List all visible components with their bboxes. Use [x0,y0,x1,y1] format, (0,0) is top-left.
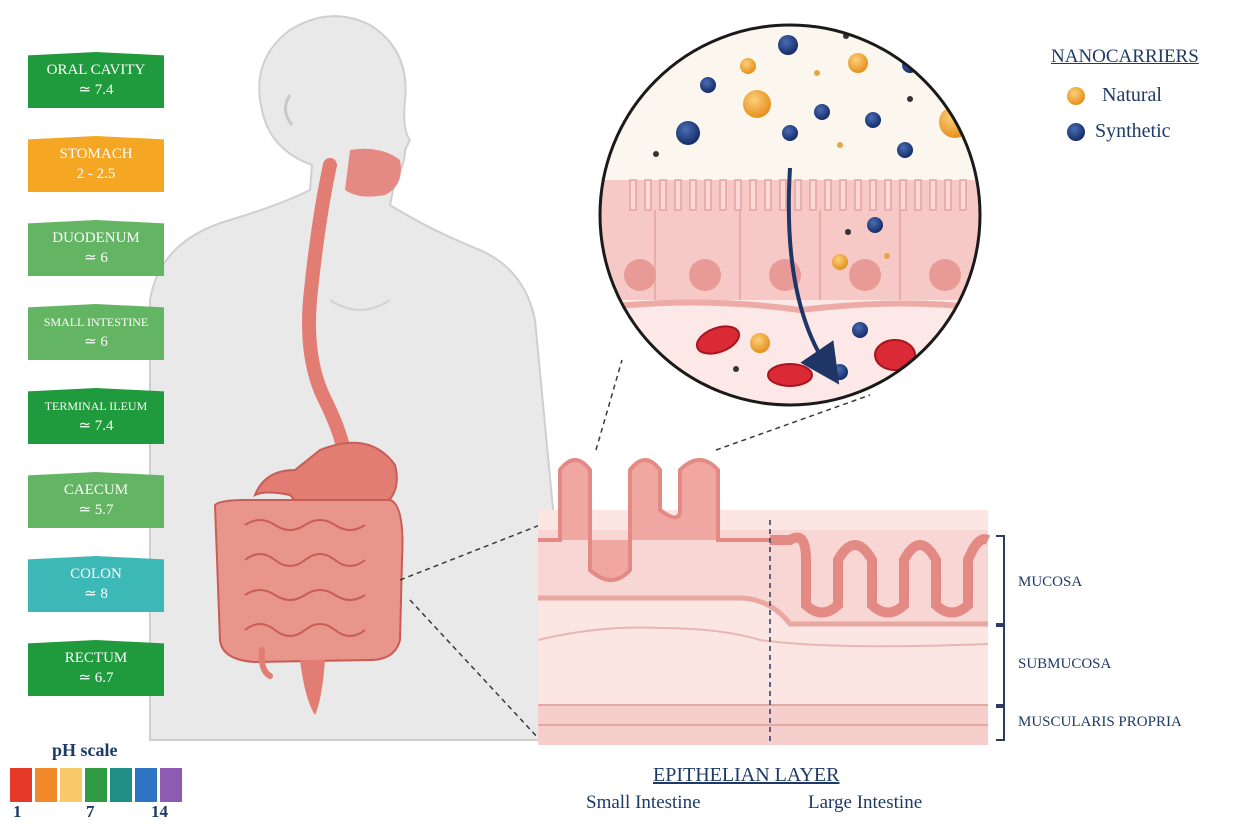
ph-tag-value: ≃ 5.7 [28,500,164,520]
ph-tag-rectum: RECTUM≃ 6.7 [28,640,164,696]
muscularis-label: MUSCULARIS PROPRIA [1018,714,1182,731]
ph-tag-name: STOMACH [28,144,164,164]
ph-scale-swatch [35,768,57,802]
ph-tag-terminal-ileum: TERMINAL ILEUM≃ 7.4 [28,388,164,444]
ph-scale-title: pH scale [52,740,118,761]
ph-tick-7: 7 [86,802,95,822]
ph-tag-value: ≃ 7.4 [28,80,164,100]
nanocarriers-title: NANOCARRIERS [1051,46,1199,68]
ph-scale-swatch [85,768,107,802]
ph-tick-14: 14 [151,802,168,822]
mucosa-label: MUCOSA [1018,574,1082,591]
ph-tick-1: 1 [13,802,22,822]
ph-tag-name: ORAL CAVITY [28,60,164,80]
ph-tag-colon: COLON≃ 8 [28,556,164,612]
ph-scale-swatch [160,768,182,802]
ph-scale-bar [10,768,182,802]
ph-tag-name: CAECUM [28,480,164,500]
magnified-view [600,25,991,410]
ph-scale-swatch [60,768,82,802]
submucosa-label: SUBMUCOSA [1018,656,1111,673]
ph-tag-oral-cavity: ORAL CAVITY≃ 7.4 [28,52,164,108]
natural-legend-label: Natural [1102,84,1162,107]
ph-tag-value: ≃ 6.7 [28,668,164,688]
ph-tag-name: TERMINAL ILEUM [28,396,164,416]
ph-scale-swatch [110,768,132,802]
ph-tag-name: SMALL INTESTINE [28,312,164,332]
ph-tag-name: COLON [28,564,164,584]
ph-tag-small-intestine: SMALL INTESTINE≃ 6 [28,304,164,360]
ph-tag-caecum: CAECUM≃ 5.7 [28,472,164,528]
ph-tag-value: ≃ 6 [28,248,164,268]
ph-scale-swatch [135,768,157,802]
synthetic-legend-dot [1067,123,1085,141]
tissue-cross-section [538,460,1004,745]
epithelial-title: EPITHELIAN LAYER [653,764,839,787]
ph-tag-name: DUODENUM [28,228,164,248]
ph-tag-name: RECTUM [28,648,164,668]
ph-tag-value: ≃ 8 [28,584,164,604]
ph-tag-value: ≃ 7.4 [28,416,164,436]
ph-scale-swatch [10,768,32,802]
synthetic-legend-label: Synthetic [1095,120,1171,143]
small-intestine-caption: Small Intestine [586,792,701,814]
ph-tag-duodenum: DUODENUM≃ 6 [28,220,164,276]
ph-tag-value: ≃ 6 [28,332,164,352]
large-intestine-caption: Large Intestine [808,792,922,814]
ph-tag-value: 2 - 2.5 [28,164,164,184]
natural-legend-dot [1067,87,1085,105]
